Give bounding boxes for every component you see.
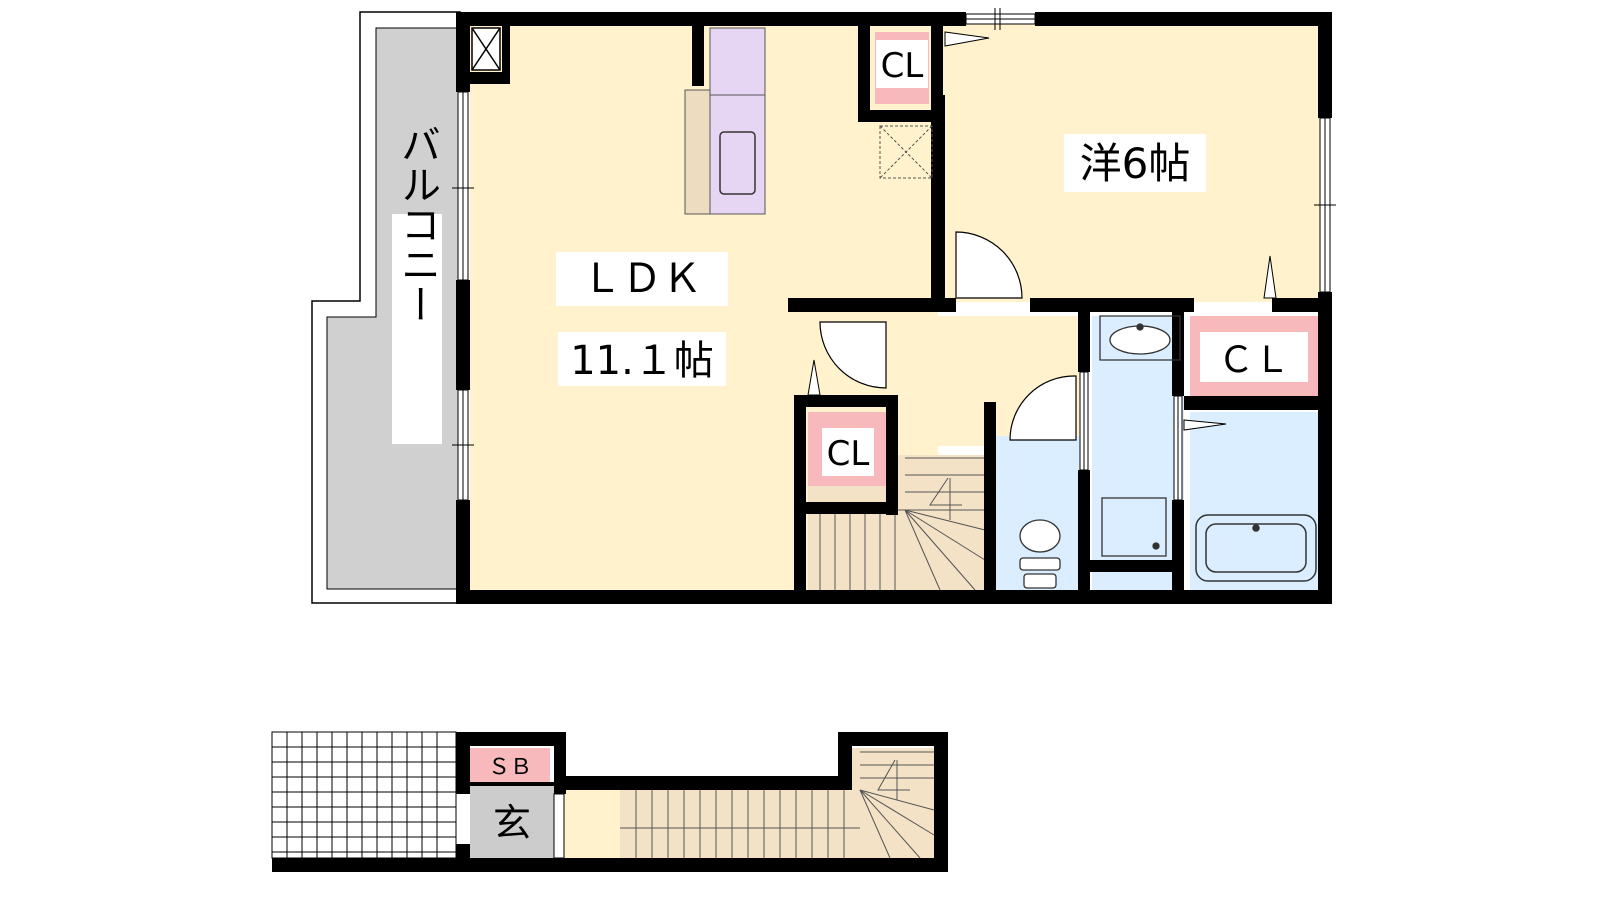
walls-upper [456,12,1332,604]
lower-hall-floor [560,790,620,858]
bathtub [1195,514,1317,582]
closet-top-label: CL [881,46,924,86]
refrigerator-space [879,125,933,179]
toilet [1019,519,1061,589]
windows [452,8,1336,501]
genkan-label: 玄 [493,801,531,845]
western-room-label: 洋6帖 [1080,139,1191,188]
bathroom-floor [1190,412,1326,590]
walls-lower [272,732,948,872]
kitchen-counter [709,27,766,215]
washing-machine-space [1101,497,1167,557]
sliding-doors [807,31,1277,431]
entrance-porch-tiles [271,731,457,859]
genkan-floor [470,784,554,858]
kitchen-side [684,89,711,215]
balcony-label: バルコニー [394,124,440,324]
kitchen-sink [719,131,756,195]
duct-box [471,27,501,71]
washroom-floor [1092,316,1184,590]
stairs-lower [620,748,935,859]
closet-right-label: ＣＬ [1218,340,1290,381]
shoebox [470,748,550,782]
ldk-size-label: 11.１帖 [570,338,714,384]
closet-mid-label: CL [827,434,870,474]
washbasin [1099,315,1181,361]
ldk-label: ＬＤＫ [582,256,702,302]
shoebox-label: ＳＢ [488,755,532,780]
